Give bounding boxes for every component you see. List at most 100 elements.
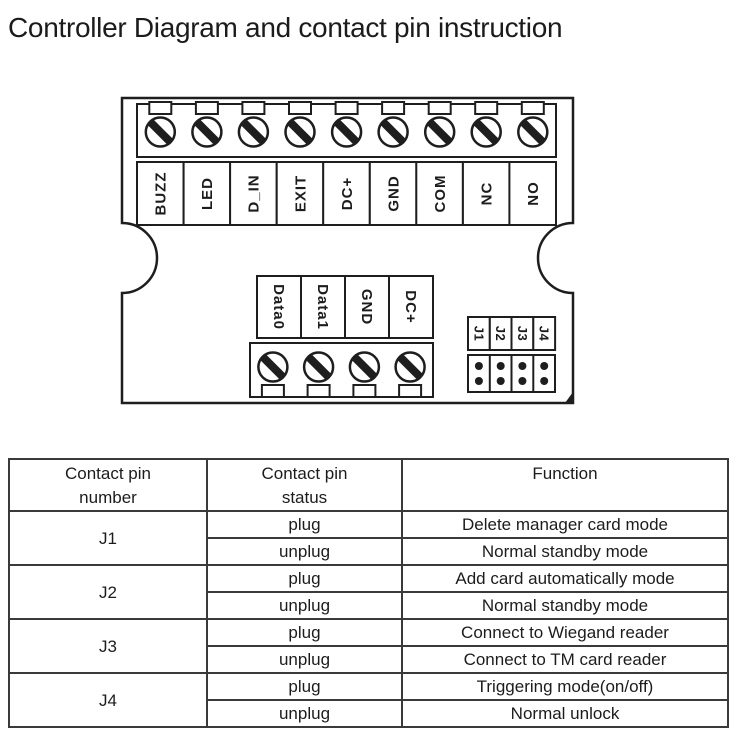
pin-function-cell: Delete manager card mode bbox=[401, 510, 729, 539]
header-line: Function bbox=[532, 464, 598, 483]
jumper-pin-dot bbox=[518, 377, 527, 385]
jumper-pin-dot bbox=[496, 377, 505, 385]
terminal-cell bbox=[182, 161, 232, 226]
wire-port bbox=[334, 101, 359, 115]
screw-terminal bbox=[144, 101, 177, 148]
pin-status-cell: unplug bbox=[206, 591, 403, 620]
terminal-cell bbox=[508, 161, 557, 226]
pin-number-cell: J3 bbox=[8, 618, 208, 674]
header-contact-pin-number: Contact pin number bbox=[8, 458, 208, 512]
screw-slot bbox=[147, 119, 174, 145]
terminal-cell bbox=[388, 275, 434, 339]
screw-slot bbox=[351, 354, 378, 380]
table-row: unplug Normal standby mode bbox=[9, 591, 729, 620]
terminal-label: NO bbox=[525, 181, 542, 206]
wire-port bbox=[306, 384, 331, 398]
wire-port bbox=[520, 101, 545, 115]
pin-status-cell: plug bbox=[206, 672, 403, 701]
header-line: Contact pin bbox=[261, 464, 348, 483]
wire-port bbox=[288, 101, 312, 115]
terminal-label: DC+ bbox=[402, 290, 419, 323]
jumper-pin-dot bbox=[540, 377, 549, 385]
table-header-row: Contact pin number Contact pin status Fu… bbox=[8, 458, 729, 512]
pin-number-cell: J1 bbox=[8, 510, 208, 566]
jumper-pin-dot bbox=[474, 377, 483, 385]
screw-terminal bbox=[284, 101, 316, 148]
screw-slot bbox=[397, 354, 423, 380]
terminal-label: EXIT bbox=[292, 175, 309, 212]
screw-terminal bbox=[394, 351, 426, 398]
terminal-label: GND bbox=[358, 289, 375, 325]
pin-function-cell: Triggering mode(on/off) bbox=[401, 672, 729, 701]
screw-terminal bbox=[470, 101, 502, 148]
pin-status-cell: plug bbox=[206, 564, 403, 593]
terminal-label: NC bbox=[478, 182, 495, 206]
header-line: Contact pin bbox=[65, 464, 151, 483]
terminal-label: BUZZ bbox=[153, 172, 170, 216]
jumper-label: J4 bbox=[537, 326, 552, 342]
header-line: status bbox=[281, 488, 328, 507]
pin-function-cell: Connect to TM card reader bbox=[401, 645, 729, 674]
terminal-label: D_IN bbox=[246, 174, 263, 212]
terminal-cell bbox=[461, 161, 511, 226]
screw-terminal bbox=[517, 101, 549, 148]
table-row: unplug Normal standby mode bbox=[9, 537, 729, 566]
table-row: J3 plug Connect to Wiegand reader bbox=[8, 618, 729, 674]
terminal-cell bbox=[344, 275, 390, 339]
terminal-cell bbox=[300, 275, 346, 339]
pin-number-cell: J4 bbox=[8, 672, 208, 728]
header-line: number bbox=[79, 488, 137, 507]
table-row: J1 plug Delete manager card mode bbox=[8, 510, 729, 566]
corner-artifact bbox=[565, 392, 573, 403]
terminal-label: LED bbox=[199, 177, 216, 210]
pin-status-cell: unplug bbox=[206, 699, 403, 728]
page-title: Controller Diagram and contact pin instr… bbox=[8, 12, 563, 43]
jumper-label: J3 bbox=[515, 326, 530, 341]
jumper-pin-dot bbox=[540, 362, 549, 370]
table-row: unplug Normal unlock bbox=[9, 699, 729, 728]
pin-function-cell: Add card automatically mode bbox=[401, 564, 729, 593]
screw-slot bbox=[287, 119, 313, 145]
table-row: J2 plug Add card automatically mode bbox=[8, 564, 729, 620]
jumper-pin-dot bbox=[474, 362, 483, 370]
wire-port bbox=[194, 101, 219, 115]
header-contact-pin-status: Contact pin status bbox=[206, 458, 403, 512]
wire-port bbox=[148, 101, 173, 115]
pin-function-cell: Normal standby mode bbox=[401, 591, 729, 620]
terminal-cell bbox=[322, 161, 371, 226]
terminal-cell bbox=[415, 161, 464, 226]
pin-status-cell: plug bbox=[206, 510, 403, 539]
screw-terminal bbox=[257, 351, 289, 398]
header-function: Function bbox=[401, 458, 729, 512]
top-screw-terminals bbox=[144, 101, 549, 148]
screw-slot bbox=[305, 354, 332, 380]
screw-terminal bbox=[191, 101, 223, 148]
screw-terminal bbox=[348, 351, 381, 398]
table-row: J4 plug Triggering mode(on/off) bbox=[8, 672, 729, 728]
jumper-label: J2 bbox=[493, 326, 508, 341]
terminal-cell bbox=[256, 275, 302, 339]
controller-diagram: BUZZ LED D_IN EXIT DC+ GND COM NC NO Dat… bbox=[120, 96, 575, 405]
pin-function-cell: Normal unlock bbox=[401, 699, 729, 728]
screw-slot bbox=[333, 119, 360, 145]
wiegand-terminal-labels: Data0 Data1 GND DC+ bbox=[256, 275, 434, 339]
pin-status-cell: plug bbox=[206, 618, 403, 647]
screw-terminal bbox=[423, 101, 456, 148]
screw-slot bbox=[426, 119, 453, 145]
wire-port bbox=[260, 384, 285, 398]
wiegand-screw-terminals bbox=[257, 351, 426, 398]
pin-function-cell: Normal standby mode bbox=[401, 537, 729, 566]
terminal-label: Data0 bbox=[270, 284, 287, 330]
wire-port bbox=[427, 101, 452, 115]
pin-number-cell: J2 bbox=[8, 564, 208, 620]
screw-slot bbox=[260, 354, 286, 380]
jumper-label: J1 bbox=[471, 326, 486, 341]
jumper-pin-dot bbox=[518, 362, 527, 370]
jumper-pin-block bbox=[467, 354, 556, 393]
screw-slot bbox=[473, 119, 500, 145]
wire-port bbox=[352, 384, 377, 398]
terminal-label: GND bbox=[385, 175, 402, 211]
screw-terminal bbox=[377, 101, 409, 148]
pin-status-cell: unplug bbox=[206, 537, 403, 566]
